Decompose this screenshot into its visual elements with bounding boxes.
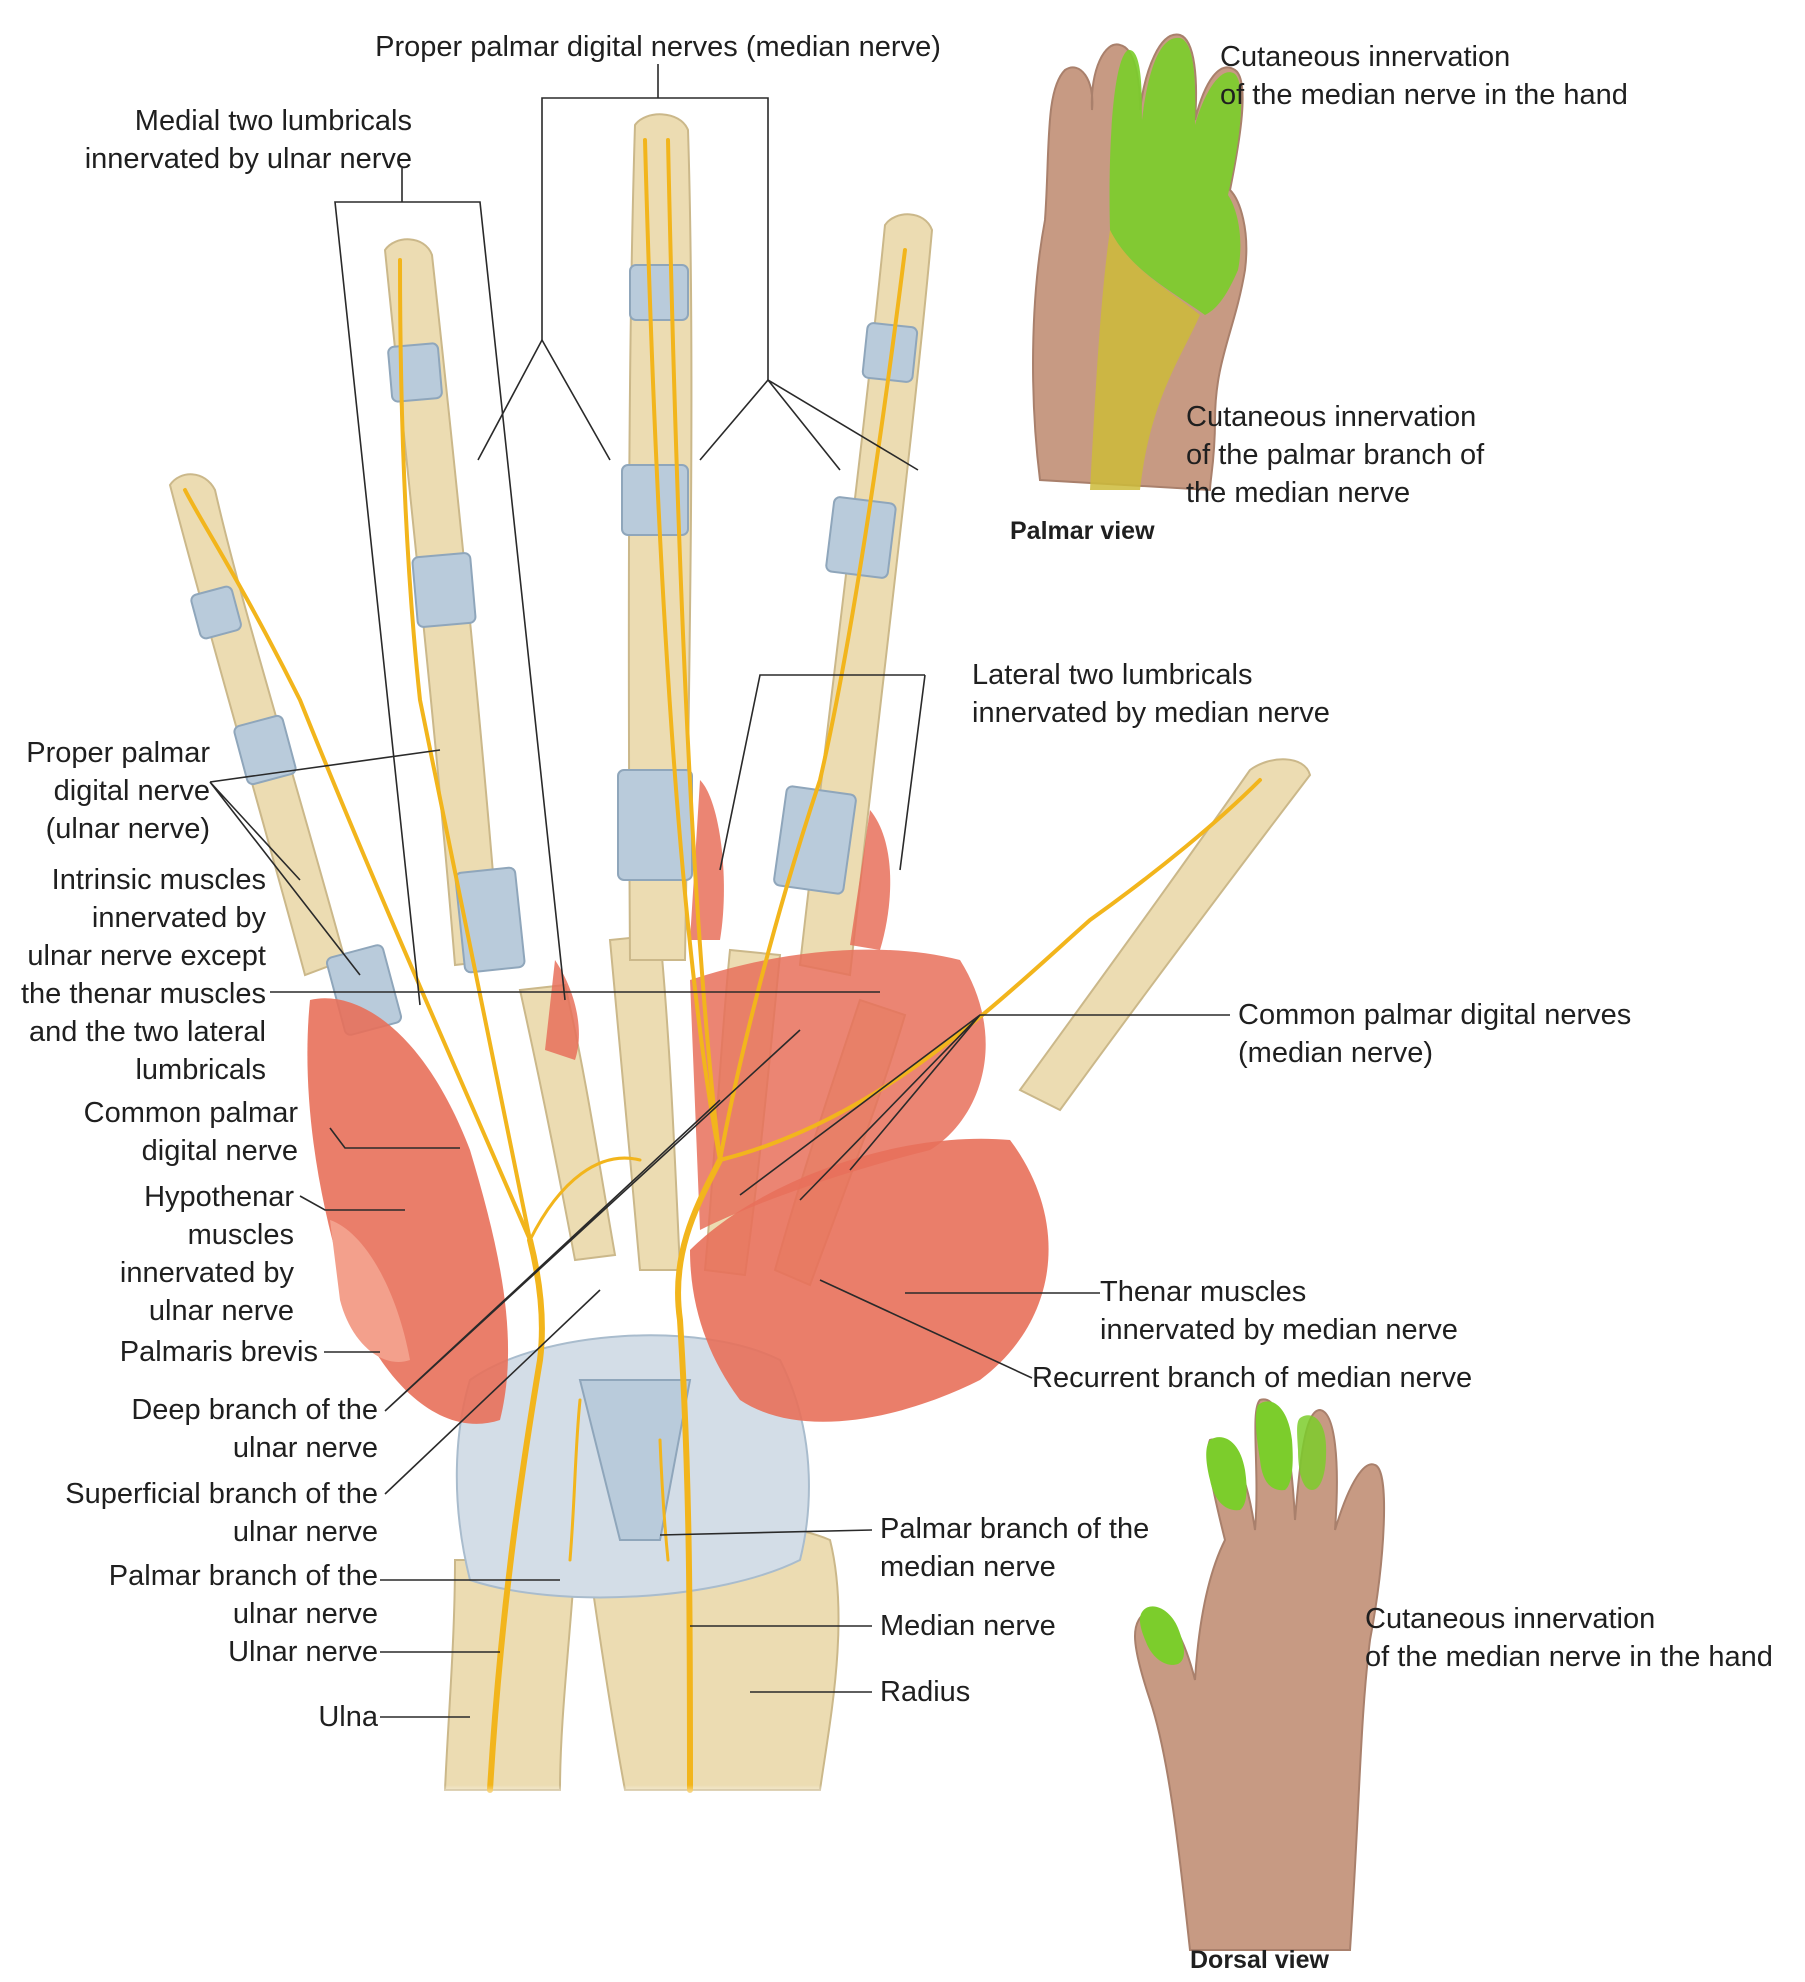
thumb [1018,758,1312,1112]
label-hypothenar-muscles: Hypothenar muscles innervated by ulnar n… [119,1181,294,1327]
median-area-palmar [1109,37,1242,316]
label-palmar-view: Palmar view [1010,517,1155,545]
palmar-branch-area [1090,230,1200,490]
label-palmar-branch-median: Palmar branch of the median nerve [880,1513,1150,1583]
median-nerve-trunk [675,1157,723,1793]
ulnar-nerve-trunk [487,1237,545,1793]
label-palmaris-brevis: Palmaris brevis [119,1336,318,1368]
label-intrinsic-muscles: Intrinsic muscles innervated by ulnar ne… [20,864,266,1086]
label-radius: Radius [880,1676,971,1708]
leader-lines [209,64,1230,1718]
nerves [183,138,1262,1793]
label-palmar-branch-ulnar: Palmar branch of the ulnar nerve [108,1560,378,1630]
label-dorsal-view: Dorsal view [1190,1946,1329,1974]
label-cutaneous-median-palmar: Cutaneous innervation of the median nerv… [1220,41,1628,111]
median-area-dorsal-middle [1255,1401,1293,1491]
label-ulnar-nerve: Ulnar nerve [228,1636,378,1668]
median-area-dorsal-thumb [1139,1606,1184,1665]
label-cutaneous-median-dorsal: Cutaneous innervation of the median nerv… [1365,1603,1773,1673]
label-proper-palmar-digital-ulnar: Proper palmar digital nerve (ulnar nerve… [26,737,210,845]
label-medial-two-lumbricals: Medial two lumbricals innervated by ulna… [84,105,412,175]
median-area-dorsal-ring [1297,1415,1327,1490]
palmar-hand-illustration [1032,33,1248,492]
label-ulna: Ulna [318,1701,378,1733]
median-area-dorsal-index [1206,1437,1247,1511]
label-median-nerve: Median nerve [880,1610,1056,1642]
adductor-muscle [690,949,986,1230]
label-deep-branch-ulnar: Deep branch of the ulnar nerve [131,1394,378,1464]
palmaris-brevis-muscle [330,1220,410,1362]
label-superficial-branch-ulnar: Superficial branch of the ulnar nerve [65,1478,378,1548]
label-cutaneous-palmar-branch: Cutaneous innervation of the palmar bran… [1186,401,1485,509]
hand-muscles [307,780,1049,1424]
label-thenar-muscles: Thenar muscles innervated by median nerv… [1100,1276,1458,1346]
label-recurrent-branch: Recurrent branch of median nerve [1032,1362,1473,1394]
dorsal-hand-illustration [1134,1398,1386,1951]
label-common-palmar-digital-nerve: Common palmar digital nerve [83,1097,298,1167]
thenar-muscle [690,1138,1049,1422]
label-proper-palmar-digital-median: Proper palmar digital nerves (median ner… [375,31,941,63]
label-common-palmar-digital-median: Common palmar digital nerves (median ner… [1238,999,1632,1069]
label-lateral-two-lumbricals: Lateral two lumbricals innervated by med… [972,659,1330,729]
